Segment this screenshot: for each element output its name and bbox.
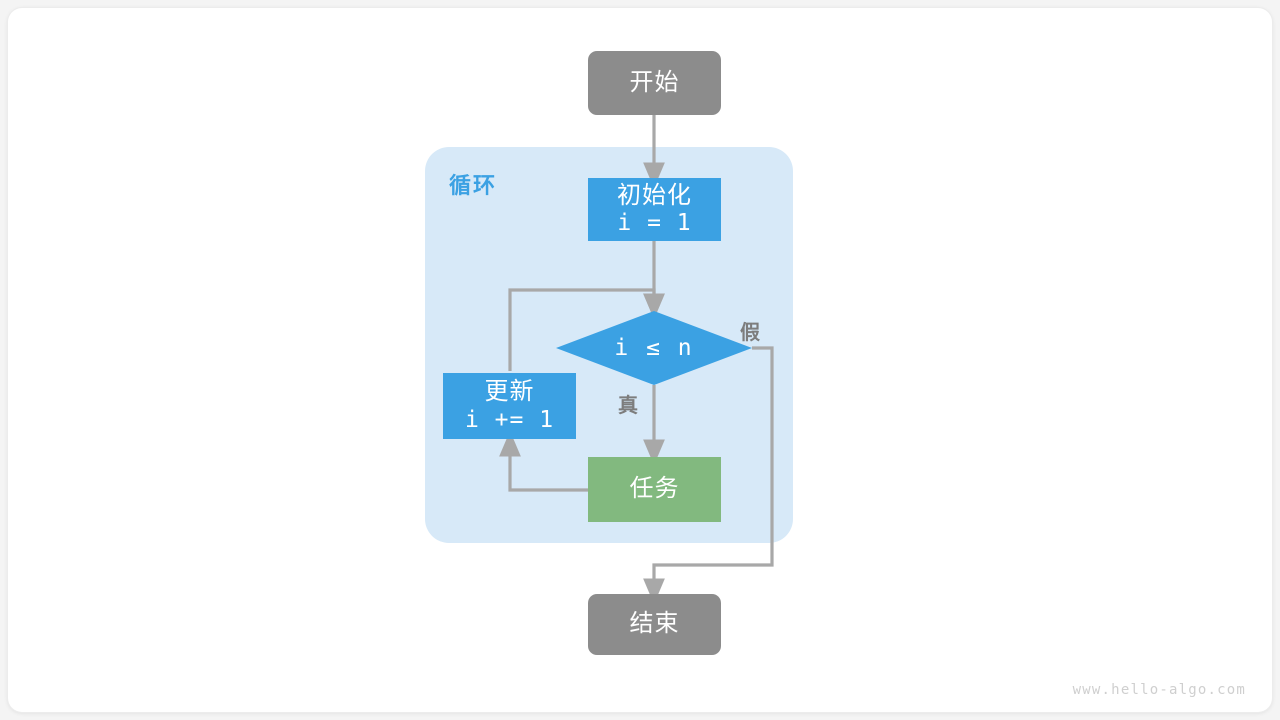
edge-update-to-decision bbox=[508, 288, 665, 371]
diamond-shape bbox=[556, 311, 752, 385]
node-init-label: 初始化 bbox=[617, 181, 692, 209]
node-task[interactable]: 任务 bbox=[588, 457, 721, 522]
node-update-label: 更新 bbox=[484, 378, 535, 406]
node-task-label: 任务 bbox=[629, 475, 680, 503]
node-end-label: 结束 bbox=[629, 610, 680, 638]
node-start[interactable]: 开始 bbox=[588, 51, 721, 115]
node-condition-expression: i ≤ n bbox=[614, 335, 694, 361]
node-start-label: 开始 bbox=[629, 68, 680, 96]
edge-label-true: 真 bbox=[618, 395, 638, 417]
node-end[interactable]: 结束 bbox=[588, 594, 721, 655]
node-init-expression: i = 1 bbox=[617, 210, 692, 237]
edge-decision-to-end bbox=[643, 346, 774, 605]
node-condition[interactable]: i ≤ n bbox=[556, 311, 752, 385]
node-update[interactable]: 更新 i += 1 bbox=[443, 373, 576, 439]
edge-task-to-update bbox=[499, 430, 588, 492]
node-init[interactable]: 初始化 i = 1 bbox=[588, 178, 721, 241]
watermark: www.hello-algo.com bbox=[1072, 682, 1246, 698]
node-update-expression: i += 1 bbox=[464, 406, 555, 433]
edge-label-false: 假 bbox=[740, 322, 760, 344]
loop-container-label: 循环 bbox=[449, 173, 498, 198]
